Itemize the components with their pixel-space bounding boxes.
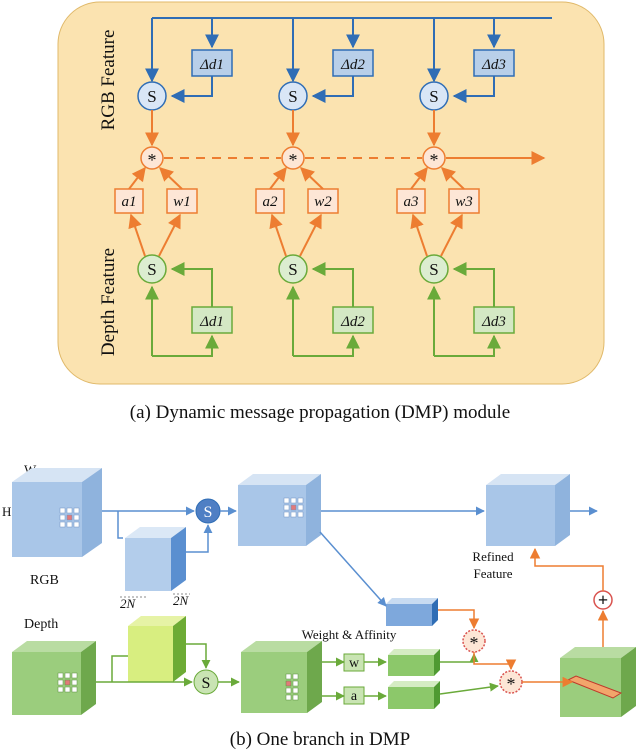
depth-sample-node-1 bbox=[137, 254, 167, 284]
weight-affinity-label: Weight & Affinity bbox=[302, 627, 397, 642]
depth-delta-box-3 bbox=[473, 306, 515, 334]
caption-b: (b) One branch in DMP bbox=[229, 729, 411, 750]
kernel-dim-right: 2N bbox=[173, 593, 190, 608]
conv-symbol-b2: * bbox=[507, 674, 516, 694]
conv-symbol-1: * bbox=[148, 150, 157, 170]
plus-symbol: + bbox=[598, 590, 608, 610]
kernel-dim-left: 2N bbox=[120, 596, 137, 611]
rgb-sample-tensor bbox=[386, 598, 438, 626]
depth-sample-symbol-3: S bbox=[429, 260, 438, 279]
sampled-depth-cube bbox=[241, 641, 322, 713]
dmp-column-2: Δd2 S * a2 w2 S Δd2 bbox=[255, 18, 374, 357]
dmp-column-1: Δd1 S * a1 w1 S Δd1 bbox=[114, 18, 233, 357]
conv-node-1 bbox=[140, 146, 164, 170]
conv-node-b1 bbox=[462, 629, 486, 653]
rgb-delta-box-3 bbox=[473, 49, 515, 77]
depth-delta-label-2: Δd2 bbox=[340, 314, 365, 330]
depth-sample-symbol-1: S bbox=[147, 260, 156, 279]
w-label: w bbox=[349, 656, 360, 671]
sampled-rgb-cube bbox=[238, 474, 321, 546]
rgb-delta-label-3: Δd3 bbox=[481, 57, 506, 73]
rgb-feature-cube bbox=[12, 468, 102, 557]
depth-delta-label-1: Δd1 bbox=[199, 314, 224, 330]
weight-box-2 bbox=[307, 188, 339, 214]
rgb-feature-label: RGB Feature bbox=[98, 30, 119, 131]
depth-sample-symbol-2: S bbox=[288, 260, 297, 279]
refined-label-line2: Feature bbox=[474, 566, 513, 581]
conv-symbol-b1: * bbox=[470, 633, 479, 653]
depth-delta-label-3: Δd3 bbox=[481, 314, 506, 330]
refined-feature-cube bbox=[486, 474, 570, 546]
depth-sample-symbol-b: S bbox=[202, 675, 211, 692]
rgb-delta-box-2 bbox=[332, 49, 374, 77]
rgb-sample-symbol-2: S bbox=[288, 87, 297, 106]
depth-delta-box-2 bbox=[332, 306, 374, 334]
dim-h-label: H bbox=[2, 504, 11, 519]
affinity-box-2 bbox=[255, 188, 285, 214]
rgb-delta-label-1: Δd1 bbox=[199, 57, 224, 73]
affinity-tensor bbox=[388, 681, 440, 709]
conv-node-3 bbox=[422, 146, 446, 170]
rgb-sample-symbol-3: S bbox=[429, 87, 438, 106]
a-label: a bbox=[351, 689, 358, 704]
depth-sample-node-2 bbox=[278, 254, 308, 284]
conv-symbol-3: * bbox=[430, 150, 439, 170]
caption-a: (a) Dynamic message propagation (DMP) mo… bbox=[129, 402, 511, 423]
depth-delta-box-1 bbox=[191, 306, 233, 334]
weight-box-3 bbox=[448, 188, 480, 214]
refined-label-line1: Refined bbox=[472, 549, 514, 564]
rgb-label: RGB bbox=[30, 573, 59, 588]
affinity-label-3: a3 bbox=[404, 194, 419, 210]
output-depth-block bbox=[560, 647, 636, 717]
weight-label-3: w3 bbox=[455, 194, 473, 210]
dmp-column-3: Δd3 S * a3 w3 S Δd3 bbox=[396, 18, 515, 357]
depth-label: Depth bbox=[24, 617, 58, 632]
affinity-label-1: a1 bbox=[122, 194, 137, 210]
output-highlight-strip bbox=[566, 675, 623, 699]
rgb-delta-label-2: Δd2 bbox=[340, 57, 365, 73]
rgb-sample-symbol-b: S bbox=[204, 504, 213, 521]
depth-feature-label: Depth Feature bbox=[98, 248, 119, 356]
rgb-offset-block bbox=[125, 527, 186, 591]
weight-tensor bbox=[388, 649, 440, 676]
affinity-label-2: a2 bbox=[263, 194, 279, 210]
depth-offset-block bbox=[128, 616, 186, 682]
rgb-sample-symbol-1: S bbox=[147, 87, 156, 106]
conv-node-2 bbox=[281, 146, 305, 170]
weight-label-2: w2 bbox=[314, 194, 332, 210]
depth-sample-node-3 bbox=[419, 254, 449, 284]
conv-symbol-2: * bbox=[289, 150, 298, 170]
weight-label-1: w1 bbox=[173, 194, 191, 210]
depth-feature-cube bbox=[12, 641, 96, 715]
